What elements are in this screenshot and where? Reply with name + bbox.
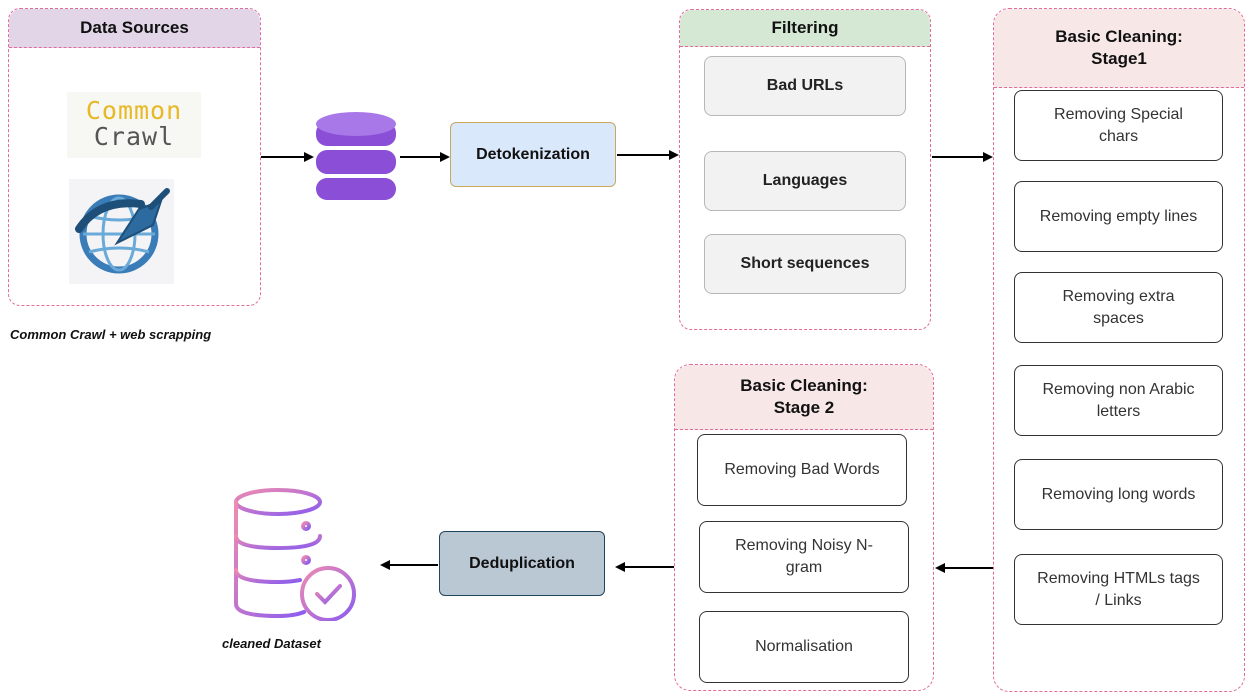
- filter-languages-label: Languages: [762, 172, 848, 189]
- output-caption: cleaned Dataset: [222, 636, 321, 651]
- stage1-item-line: chars: [1098, 127, 1139, 145]
- filter-short-sequences: Short sequences: [704, 234, 906, 294]
- common-crawl-logo: Common Crawl: [67, 92, 201, 158]
- filtering-title: Filtering: [771, 18, 839, 37]
- data-sources-title: Data Sources: [80, 18, 189, 37]
- stage1-item-line: spaces: [1093, 309, 1144, 327]
- stage2-item-line: Removing Bad Words: [724, 461, 880, 478]
- stage1-item-line: Removing extra: [1062, 287, 1175, 305]
- stage2-item-line: Removing Noisy N-: [735, 537, 873, 554]
- deduplication-label: Deduplication: [469, 554, 575, 572]
- detokenization-label: Detokenization: [476, 145, 590, 163]
- stage2-header: Basic Cleaning: Stage 2: [675, 365, 933, 430]
- stage1-removing-special-chars: Removing Special chars: [1014, 90, 1223, 161]
- filter-bad-urls: Bad URLs: [704, 56, 906, 116]
- stage1-item-line: / Links: [1095, 591, 1142, 609]
- stage1-removing-long-words: Removing long words: [1014, 459, 1223, 530]
- stage1-item-line: Removing Special: [1054, 105, 1183, 123]
- stage1-item-line: letters: [1096, 402, 1141, 420]
- data-sources-panel: Data Sources Common Crawl: [8, 8, 261, 306]
- stage1-item-line: Removing long words: [1041, 485, 1196, 503]
- cleaned-dataset-icon: [228, 486, 360, 622]
- deduplication-box: Deduplication: [439, 531, 605, 596]
- logo-word-common: Common: [85, 96, 183, 125]
- stage1-title-line2: Stage1: [1091, 49, 1147, 68]
- stage2-removing-bad-words: Removing Bad Words: [697, 434, 907, 506]
- stage1-title-line1: Basic Cleaning:: [1055, 27, 1183, 46]
- data-sources-caption: Common Crawl + web scrapping: [10, 327, 212, 342]
- stage1-header: Basic Cleaning: Stage1: [994, 9, 1244, 88]
- stage1-item-line: Removing empty lines: [1039, 207, 1198, 225]
- filtering-header: Filtering: [680, 10, 930, 47]
- web-scraping-globe-icon: [69, 179, 174, 284]
- database-icon: [314, 110, 398, 206]
- stage2-item-line: Normalisation: [755, 638, 853, 655]
- stage2-removing-noisy-ngram: Removing Noisy N- gram: [699, 521, 909, 593]
- filter-short-sequences-label: Short sequences: [740, 255, 870, 272]
- stage1-removing-empty-lines: Removing empty lines: [1014, 181, 1223, 252]
- stage2-normalisation: Normalisation: [699, 611, 909, 683]
- filter-bad-urls-label: Bad URLs: [766, 77, 844, 94]
- logo-word-crawl: Crawl: [93, 122, 175, 151]
- stage1-removing-html-tags-links: Removing HTMLs tags / Links: [1014, 554, 1223, 625]
- stage1-removing-non-arabic-letters: Removing non Arabic letters: [1014, 365, 1223, 436]
- detokenization-box: Detokenization: [450, 122, 616, 187]
- filter-languages: Languages: [704, 151, 906, 211]
- stage1-removing-extra-spaces: Removing extra spaces: [1014, 272, 1223, 343]
- data-sources-header: Data Sources: [9, 9, 260, 48]
- stage1-item-line: Removing non Arabic: [1042, 380, 1195, 398]
- stage1-item-line: Removing HTMLs tags: [1037, 569, 1200, 587]
- stage2-item-line: gram: [785, 559, 823, 576]
- stage2-title-line1: Basic Cleaning:: [740, 376, 868, 395]
- stage2-title-line2: Stage 2: [773, 398, 835, 417]
